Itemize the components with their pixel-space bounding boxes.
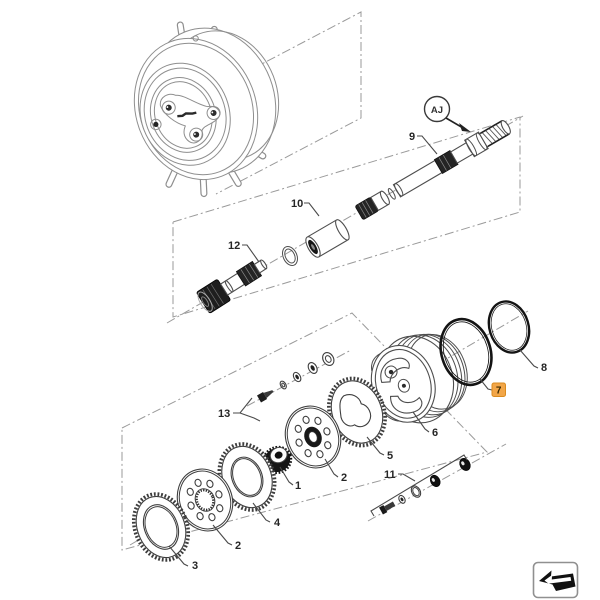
drum-marking — [177, 111, 197, 118]
o-ring-7[interactable] — [433, 313, 499, 391]
callout-5[interactable]: 5 — [387, 450, 393, 462]
bushing-10[interactable] — [303, 218, 352, 259]
brake-housing-6[interactable] — [360, 322, 478, 435]
frame-disc-stack — [121, 312, 488, 551]
drum-assembly[interactable] — [110, 0, 305, 209]
callout-4[interactable]: 4 — [274, 517, 281, 529]
callout-13[interactable]: 13 — [218, 408, 230, 420]
frame-top-left — [215, 11, 362, 195]
callout-9[interactable]: 9 — [409, 131, 415, 143]
balloon-arrow-line — [445, 117, 464, 129]
drum-flange-inner — [143, 67, 227, 161]
shaft-9[interactable] — [354, 118, 513, 222]
callout-6[interactable]: 6 — [432, 427, 438, 439]
construction-frames — [121, 11, 521, 551]
balloon-circle — [423, 95, 451, 123]
leader-lines — [168, 135, 539, 567]
callout-10[interactable]: 10 — [291, 198, 303, 210]
plate-2b-holes — [294, 415, 332, 459]
callouts: 1 2 2 3 4 5 6 8 9 10 11 12 13 7 — [192, 131, 547, 572]
callout-7-highlighted[interactable]: 7 — [491, 382, 506, 397]
snap-ring[interactable] — [280, 244, 301, 268]
previous-arrow-icon-facet — [544, 575, 572, 584]
separator-plate-2b[interactable] — [276, 398, 350, 477]
plate-2a-holes — [186, 478, 224, 522]
callout-2b[interactable]: 2 — [341, 472, 347, 484]
prev-figure-button[interactable] — [532, 561, 579, 599]
separator-plate-2a[interactable] — [168, 461, 242, 540]
drum-side-bolt — [150, 118, 162, 131]
callout-2a[interactable]: 2 — [235, 540, 241, 552]
balloon-label: AJ — [431, 105, 443, 116]
o-ring-8[interactable] — [483, 296, 535, 357]
balloon-arrow-head — [459, 123, 471, 132]
friction-disc-5[interactable] — [319, 370, 395, 454]
callout-7: 7 — [496, 385, 502, 396]
callout-7-highlight-box — [491, 382, 506, 397]
callout-3[interactable]: 3 — [192, 560, 198, 572]
callout-12[interactable]: 12 — [228, 240, 240, 252]
callout-11[interactable]: 11 — [384, 469, 396, 481]
friction-disc-4[interactable] — [210, 436, 285, 519]
hardware-set-11[interactable] — [378, 456, 473, 516]
shaft-9-spline-hatch — [482, 124, 507, 144]
coupling-12[interactable] — [194, 253, 272, 315]
axis-hardware-11 — [367, 443, 507, 522]
hardware-set-13[interactable] — [256, 351, 337, 405]
callout-8[interactable]: 8 — [541, 362, 547, 374]
drum-face-bolts — [161, 100, 221, 142]
callout-1[interactable]: 1 — [295, 480, 301, 492]
friction-disc-3[interactable] — [124, 486, 198, 569]
frame-shaft — [172, 116, 521, 318]
hardware-11-bracket — [370, 454, 468, 517]
detail-balloon-aj[interactable]: AJ — [423, 95, 472, 133]
drum-rim-hole — [192, 35, 199, 42]
